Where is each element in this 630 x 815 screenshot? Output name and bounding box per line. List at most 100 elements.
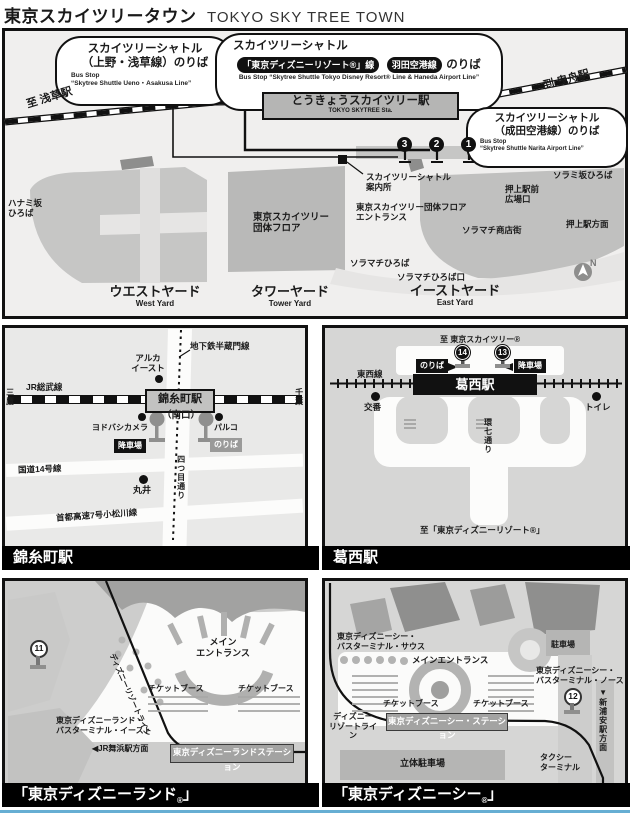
tds-bus-terminal-south-label: 東京ディズニーシー・ バスターミナル・サウス	[337, 632, 425, 651]
to-tdr-label: 至「東京ディズニーリゾート®」	[420, 525, 545, 535]
tds-hatch-left	[352, 672, 398, 712]
soramachi-street-label: ソラマチ商店街	[462, 225, 522, 235]
shuttle-stop-1: 1	[461, 137, 476, 152]
bubble-ueno-jp: スカイツリーシャトル （上野・浅草線）のりば	[81, 43, 209, 70]
tower-yard-jp: タワーヤード	[250, 284, 329, 299]
skytree-station-en: TOKYO SKYTREE Sta.	[328, 108, 393, 114]
disney-resort-line-pill: 「東京ディズニーリゾート®」線	[237, 57, 380, 74]
tdl-caption-reg: ®	[176, 796, 183, 805]
kinshicho-caption: 錦糸町駅	[2, 546, 319, 570]
stop-12-base	[564, 710, 580, 714]
tokyo-skytree-station-box: とうきょうスカイツリー駅 TOKYO SKYTREE Sta.	[262, 92, 459, 120]
tds-resort-line-label: ディズニー リゾートライン	[329, 712, 377, 741]
noriba-suffix: のりば	[446, 59, 481, 72]
tds-caption-reg: ®	[481, 796, 488, 805]
jr-sobu-label: JR総武線	[26, 382, 63, 392]
tds-station-box: 東京ディズニーシー・ステーション	[386, 713, 508, 740]
tds-main-entrance-label: メインエントランス	[412, 655, 489, 665]
yodobashi-dot	[138, 413, 146, 421]
haneda-line-pill: 羽田空港線	[386, 57, 442, 74]
tds-parking-label: 駐車場	[551, 640, 575, 649]
yotsume-dori-label: 四つ目通り	[176, 455, 186, 500]
boarding-badge: のりば	[210, 438, 242, 452]
tdl-ticket-booth-right: チケットブース	[238, 684, 294, 693]
soramachi-hiroba-guchi-label: ソラマチひろば口	[397, 272, 466, 282]
kasai-caption: 葛西駅	[322, 546, 630, 570]
kasai-dropoff-badge: 降車場	[514, 359, 546, 373]
to-chiba-label: 千葉	[294, 388, 304, 406]
bubble-ueno-en: Bus Stop “Skytree Shuttle Ueno・Asakusa L…	[71, 71, 192, 87]
tdl-caption: 「東京ディズニーランド®」	[2, 783, 319, 807]
title-en: TOKYO SKY TREE TOWN	[206, 9, 406, 26]
compass-n-label: N	[590, 258, 597, 268]
east-yard-en: East Yard	[436, 298, 474, 307]
tds-taxi-terminal-label: タクシー ターミナル	[540, 753, 580, 772]
shin-urayasu-label: ▼新浦安駅方面	[598, 688, 608, 752]
kasai-boarding-badge: のりば	[416, 359, 448, 373]
tds-ticket-booth-left: チケットブース	[383, 699, 439, 708]
shuttle-stop-2: 2	[429, 137, 444, 152]
hanzomon-label: 地下鉄半蔵門線	[190, 341, 250, 351]
south-exit-label: （南口）	[162, 410, 201, 421]
tdl-station-box: 東京ディズニーランドステーション	[170, 744, 294, 772]
stop-14-circle: 14	[455, 345, 470, 360]
tdl-caption-close: 」	[182, 786, 198, 803]
bubble-main-en: Bus Stop “Skytree Shuttle Tokyo Disney R…	[238, 74, 480, 82]
kasai-station-box: 葛西駅	[413, 374, 537, 395]
hanamizaka-label: ハナミ坂 ひろば	[8, 198, 43, 219]
route14-label: 国道14号線	[17, 463, 62, 475]
tower-yard-en: Tower Yard	[268, 299, 312, 308]
toilet-label: トイレ	[585, 402, 611, 412]
to-skytree-label: 至 東京スカイツリー®	[440, 335, 521, 344]
tdl-bus-terminal-east-label: 東京ディズニーランド・ バスターミナル・イースト	[56, 716, 152, 735]
oshiage-direction-label: 押上駅方面	[566, 219, 609, 229]
marui-dot	[139, 475, 148, 484]
stop-11-base	[30, 665, 46, 669]
tdl-ticket-booth-left: チケットブース	[148, 684, 204, 693]
bottom-blue-line	[0, 810, 630, 813]
toilet-dot	[592, 392, 601, 401]
arca-east-dot	[155, 375, 163, 383]
to-mitaka-label: 三鷹	[5, 388, 15, 406]
page-title: 東京スカイツリータウン TOKYO SKY TREE TOWN	[4, 2, 624, 26]
tds-ticket-booth-right: チケットブース	[473, 699, 529, 708]
koban-dot	[371, 392, 380, 401]
stop-11-stem	[36, 656, 40, 667]
tdl-caption-text: 「東京ディズニーランド	[13, 786, 177, 803]
kinshicho-station-label: 錦糸町駅	[158, 393, 202, 405]
shuttle-stop-3: 3	[397, 137, 412, 152]
marui-label: 丸井	[133, 485, 152, 495]
stop-12-stem	[570, 703, 574, 712]
drop-off-badge: 降車場	[114, 439, 146, 453]
kinshicho-station-box: 錦糸町駅	[145, 389, 215, 413]
west-yard-en: West Yard	[135, 299, 175, 308]
tds-caption-close: 」	[487, 786, 503, 803]
tozai-line-label: 東西線	[357, 369, 383, 379]
bubble-narita-en: Bus Stop “Skytree Shuttle Narita Airport…	[480, 139, 584, 153]
tds-caption: 「東京ディズニーシー®」	[322, 783, 630, 807]
bus-stop-bubble-narita: スカイツリーシャトル （成田空港線）のりば Bus Stop “Skytree …	[466, 107, 628, 168]
bubble-main-line1: スカイツリーシャトル	[233, 40, 348, 52]
stop-13-circle: 13	[495, 345, 510, 360]
bubble-narita-jp: スカイツリーシャトル （成田空港線）のりば	[494, 112, 600, 138]
parco-label: パルコ	[214, 423, 238, 432]
title-jp: 東京スカイツリータウン	[4, 7, 197, 26]
tdl-hatch-left	[148, 694, 208, 712]
yodobashi-label: ヨドバシカメラ	[92, 423, 148, 432]
oshiage-plaza-label: 押上駅前 広場口	[505, 184, 540, 205]
skytree-station-jp: とうきょうスカイツリー駅	[291, 95, 430, 107]
bus-stop-bubble-ueno: スカイツリーシャトル （上野・浅草線）のりば Bus Stop “Skytree…	[55, 36, 235, 106]
soramisaka-label: ソラミ坂ひろば	[553, 170, 613, 180]
shuttle-info-label: スカイツリーシャトル 案内所	[366, 172, 451, 193]
tds-parking-structure-label: 立体駐車場	[399, 758, 445, 768]
tds-caption-text: 「東京ディズニーシー	[333, 786, 482, 803]
tdl-hatch-right	[238, 694, 300, 712]
kannana-dori-label: 環七通り	[483, 418, 493, 454]
east-yard-jp: イーストヤード	[409, 283, 501, 298]
jr-maihama-label: ◀JR舞浜駅方面	[92, 744, 149, 753]
dantai-entrance-label: 東京スカイツリー団体フロア エントランス	[356, 202, 467, 223]
tdl-main-entrance-label: メイン エントランス	[196, 637, 250, 658]
bus-stop-bubble-main: スカイツリーシャトル 「東京ディズニーリゾート®」線 羽田空港線 のりば Bus…	[215, 33, 503, 111]
west-yard-jp: ウエストヤード	[109, 284, 201, 299]
